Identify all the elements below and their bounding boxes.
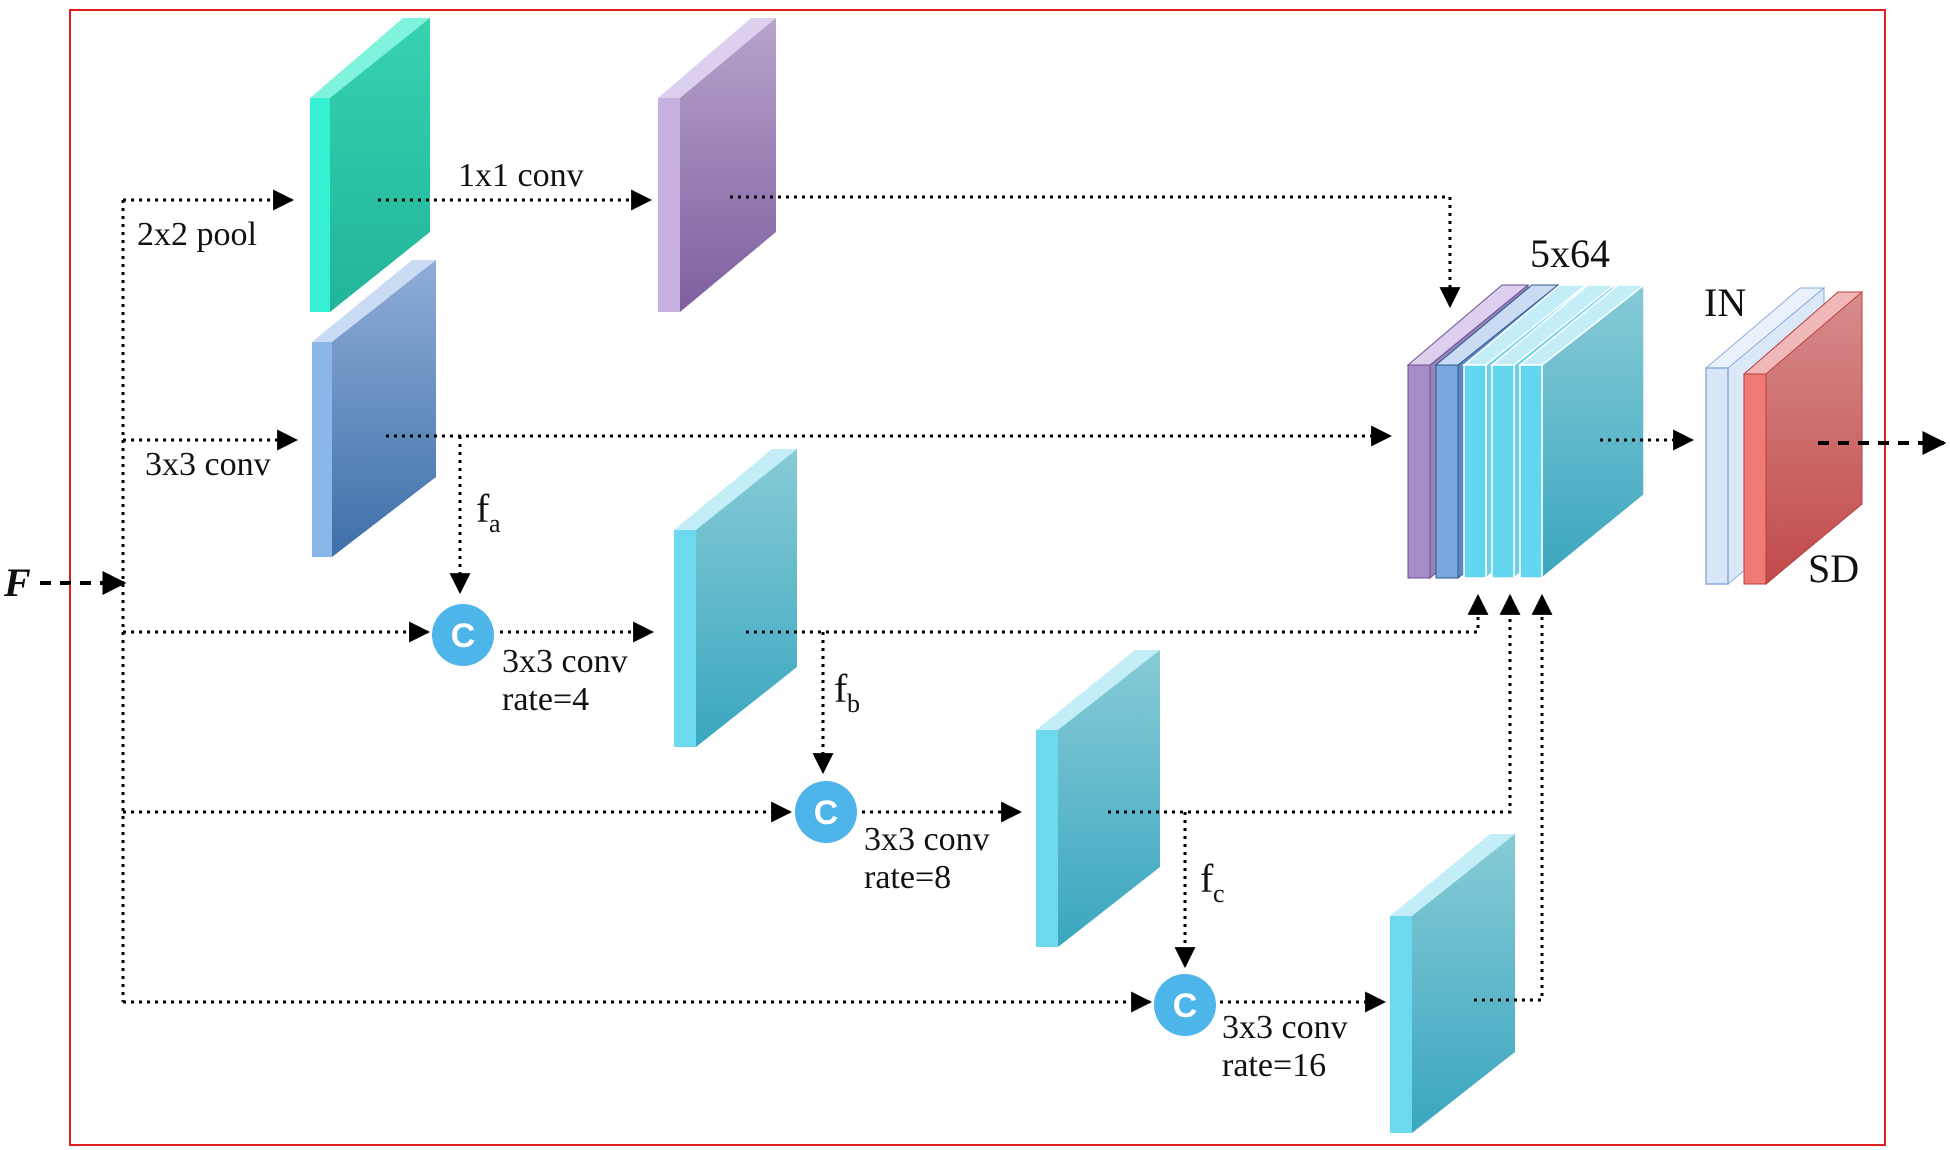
in-label: IN — [1704, 280, 1746, 325]
dilated3-label-line2: rate=16 — [1222, 1047, 1326, 1084]
concat-node-3: C — [1154, 974, 1216, 1036]
dilated-rate16-feature-block — [1390, 834, 1515, 1133]
input-label: F — [3, 560, 31, 605]
dilated2-label-line2: rate=8 — [864, 859, 951, 896]
dilated-rate8-feature-block — [1036, 650, 1160, 947]
stack-size-label: 5x64 — [1530, 231, 1610, 276]
conv1x1-feature-block — [658, 18, 776, 312]
pool-label: 2x2 pool — [137, 216, 257, 253]
sd-label: SD — [1808, 546, 1859, 591]
svg-text:a: a — [489, 509, 501, 538]
concat-node-2: C — [795, 781, 857, 843]
feature-fa-label: f a — [476, 486, 501, 538]
feature-fc-label: f c — [1200, 856, 1225, 908]
dilated3-label-line1: 3x3 conv — [1222, 1009, 1348, 1046]
stack-layer-dil3 — [1517, 283, 1647, 580]
concat-stack — [1406, 283, 1647, 580]
svg-text:C: C — [451, 617, 476, 655]
sd-block — [1742, 290, 1864, 586]
connectors — [121, 189, 1695, 1013]
svg-text:c: c — [1213, 879, 1225, 908]
svg-text:C: C — [1173, 987, 1198, 1025]
svg-text:C: C — [814, 794, 839, 832]
svg-text:f: f — [476, 486, 490, 531]
dilated1-label-line1: 3x3 conv — [502, 643, 628, 680]
dilated2-label-line1: 3x3 conv — [864, 821, 990, 858]
svg-text:f: f — [834, 666, 848, 711]
dilated1-label-line2: rate=4 — [502, 681, 589, 718]
dilated-rate4-feature-block — [674, 449, 797, 747]
outer-frame — [69, 9, 1886, 1146]
svg-text:b: b — [847, 689, 860, 718]
feature-fb-label: f b — [834, 666, 860, 718]
conv3-label: 3x3 conv — [145, 446, 271, 483]
conv1-label: 1x1 conv — [458, 157, 584, 194]
concat-node-1: C — [432, 604, 494, 666]
pool-feature-block — [310, 18, 430, 312]
svg-text:f: f — [1200, 856, 1214, 901]
conv3x3-feature-block — [312, 260, 436, 557]
